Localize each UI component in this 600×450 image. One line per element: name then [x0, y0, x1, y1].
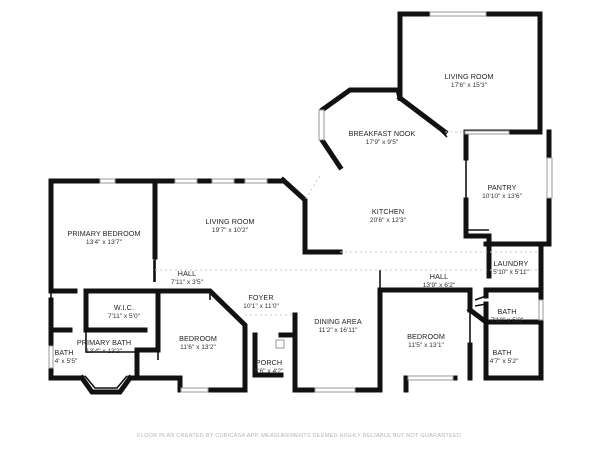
primary-bath-bay	[78, 374, 134, 395]
window-pantry-east	[546, 157, 553, 199]
room-dim-primary-bedroom: 13'4" x 13'7"	[86, 239, 123, 246]
walls	[48, 11, 552, 393]
room-name-bath-west: BATH	[54, 348, 73, 357]
window-primary-bedroom	[99, 178, 116, 184]
room-name-kitchen: KITCHEN	[372, 207, 404, 216]
windows	[48, 11, 553, 393]
room-dim-bath-east-upper: 7'10" x 5'8"	[491, 317, 524, 324]
window-dining	[314, 387, 356, 393]
room-dim-living-lower: 19'7" x 10'2"	[212, 227, 249, 234]
room-dim-primary-bath: 13'4" x 13'2"	[86, 348, 123, 355]
room-name-primary-bedroom: PRIMARY BEDROOM	[67, 229, 140, 238]
room-name-hall-west: HALL	[178, 269, 196, 278]
room-name-dining-area: DINING AREA	[314, 317, 362, 326]
room-name-foyer: FOYER	[248, 293, 273, 302]
room-name-breakfast-nook: BREAKFAST NOOK	[349, 129, 416, 138]
window-bedroom-east	[407, 375, 454, 381]
doors	[321, 129, 487, 307]
window-living-top	[429, 11, 487, 17]
footer-disclaimer: FLOOR PLAN CREATED BY CUBICASA APP. MEAS…	[137, 433, 463, 439]
window-bath-east	[538, 299, 544, 321]
room-name-living-lower: LIVING ROOM	[205, 217, 254, 226]
room-dim-bedroom-east: 11'5" x 13'1"	[408, 342, 444, 349]
room-dim-hall-east: 13'9" x 6'2"	[423, 282, 456, 289]
window-living-lower-1	[174, 178, 198, 184]
room-name-bath-east-upper: BATH	[497, 307, 516, 316]
room-dim-porch: 5'6" x 4'2"	[255, 368, 284, 375]
room-name-hall-east: HALL	[430, 272, 448, 281]
thin-lines	[50, 131, 540, 360]
room-name-primary-bath: PRIMARY BATH	[77, 338, 131, 347]
window-living-lower-3	[244, 178, 268, 184]
room-dim-kitchen: 20'6" x 12'3"	[370, 217, 407, 224]
room-dim-bedroom-west: 11'6" x 13'2"	[180, 344, 216, 351]
room-dim-hall-west: 7'11" x 3'5"	[171, 279, 204, 286]
room-dim-bath-west: 4' x 5'5"	[55, 358, 78, 365]
room-dim-living-upper: 17'6" x 15'3"	[451, 82, 488, 89]
room-dim-pantry: 10'10" x 13'6"	[482, 193, 522, 200]
window-bath-west	[48, 345, 54, 369]
room-dim-wic: 7'11" x 5'0"	[108, 313, 141, 320]
room-name-pantry: PANTRY	[487, 183, 516, 192]
room-name-wic: W.I.C.	[114, 303, 134, 312]
room-labels: LIVING ROOM 17'6" x 15'3" BREAKFAST NOOK…	[54, 72, 529, 375]
room-name-bath-east-lower: BATH	[492, 348, 511, 357]
room-name-bedroom-west: BEDROOM	[179, 334, 217, 343]
window-living-bottom	[464, 130, 510, 135]
room-name-laundry: LAUNDRY	[494, 259, 529, 268]
room-name-porch: PORCH	[256, 358, 282, 367]
window-nook-west	[318, 109, 325, 141]
window-porch	[275, 339, 285, 349]
room-dim-laundry: 5'10" x 5'11"	[493, 269, 529, 276]
room-dim-breakfast-nook: 17'9" x 9'5"	[366, 139, 399, 146]
room-dim-dining-area: 11'2" x 16'11"	[319, 327, 359, 334]
room-dim-foyer: 10'1" x 11'0"	[243, 303, 279, 310]
room-name-living-upper: LIVING ROOM	[444, 72, 493, 81]
room-dim-bath-east-lower: 4'7" x 5'2"	[490, 358, 519, 365]
window-living-lower-2	[211, 178, 235, 184]
window-bedroom-west	[180, 387, 209, 393]
room-name-bedroom-east: BEDROOM	[407, 332, 445, 341]
